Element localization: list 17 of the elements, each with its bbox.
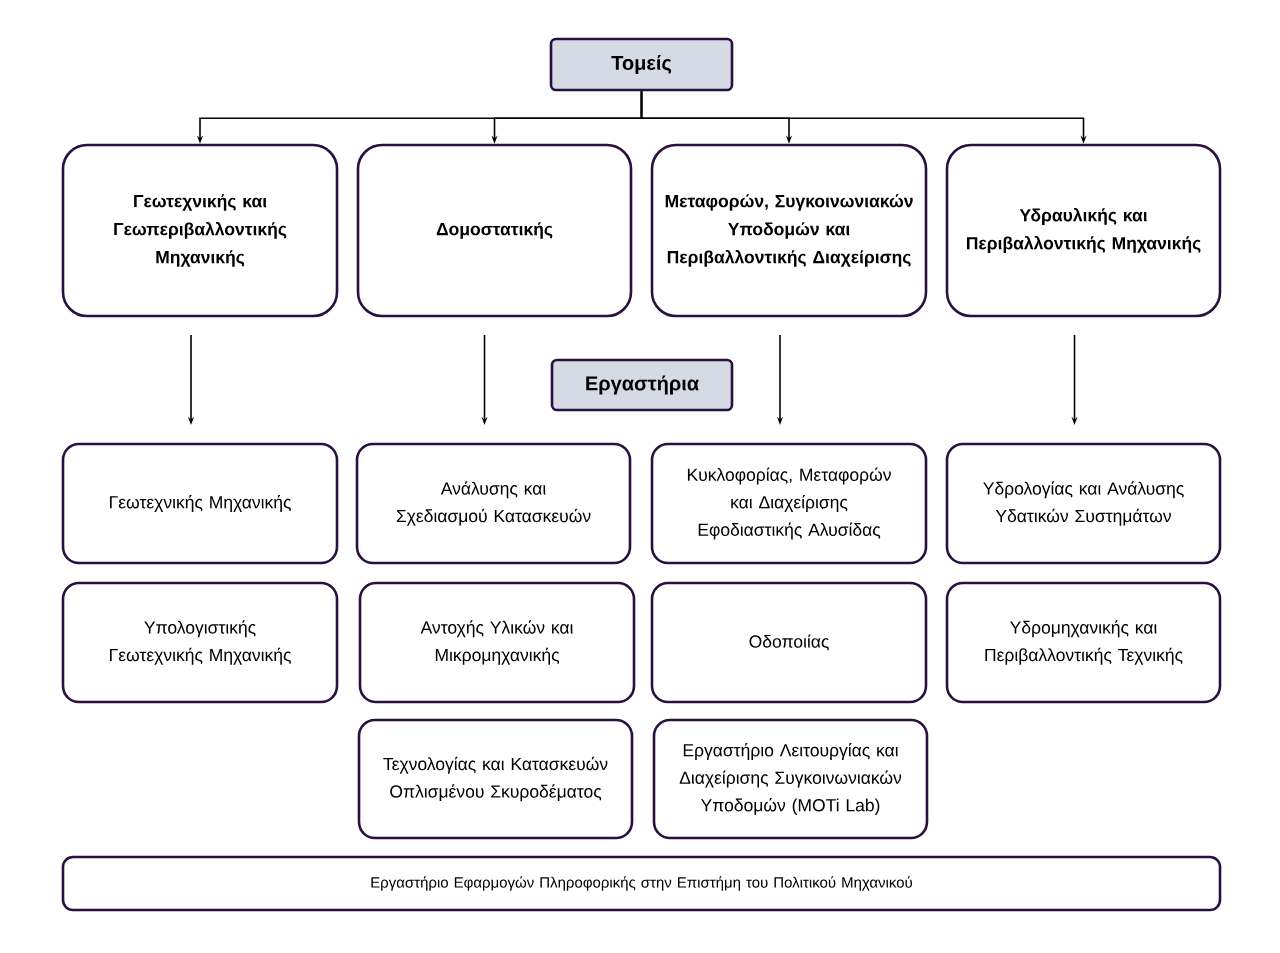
sector-box: Υδραυλικής και Περιβαλλοντικής Μηχανικής [945,143,1222,318]
lab-box: Εργαστήριο Εφαρμογών Πληροφορικής στην Επιστήμη του Πολιτικού Μηχανικού [61,855,1222,912]
heading-box: Τομείς [549,37,734,92]
lab-box: Υπολογιστικής Γεωτεχνικής Μηχανικής [61,581,339,704]
sector-box: Δομοστατικής [356,143,633,318]
lab-box: Υδρολογίας και Ανάλυσης Υδατικών Συστημάτων [945,442,1222,565]
lab-box: Ανάλυσης και Σχεδιασμού Κατασκευών [355,442,632,565]
lab-box: Γεωτεχνικής Μηχανικής [61,442,339,565]
lab-box: Οδοποιίας [650,581,928,704]
lab-box: Αντοχής Υλικών και Μικρομηχανικής [358,581,636,704]
sector-box: Γεωτεχνικής και Γεωπεριβαλλοντικής Μηχανικής [61,143,339,318]
heading-box: Εργαστήρια [550,358,734,412]
sector-box: Μεταφορών, Συγκοινωνιακών Υποδομών και Περιβαλλοντικής Διαχείρισης [650,143,928,318]
lab-box: Τεχνολογίας και Κατασκευών Οπλισμένου Σκυροδέματος [357,718,634,840]
lab-box: Υδρομηχανικής και Περιβαλλοντικής Τεχνικής [945,581,1222,704]
lab-box: Κυκλοφορίας, Μεταφορών και Διαχείρισης Εφοδιαστικής Αλυσίδας [650,442,928,565]
lab-box: Εργαστήριο Λειτουργίας και Διαχείρισης Συγκοινωνιακών Υποδομών (MOTi Lab) [652,718,929,840]
